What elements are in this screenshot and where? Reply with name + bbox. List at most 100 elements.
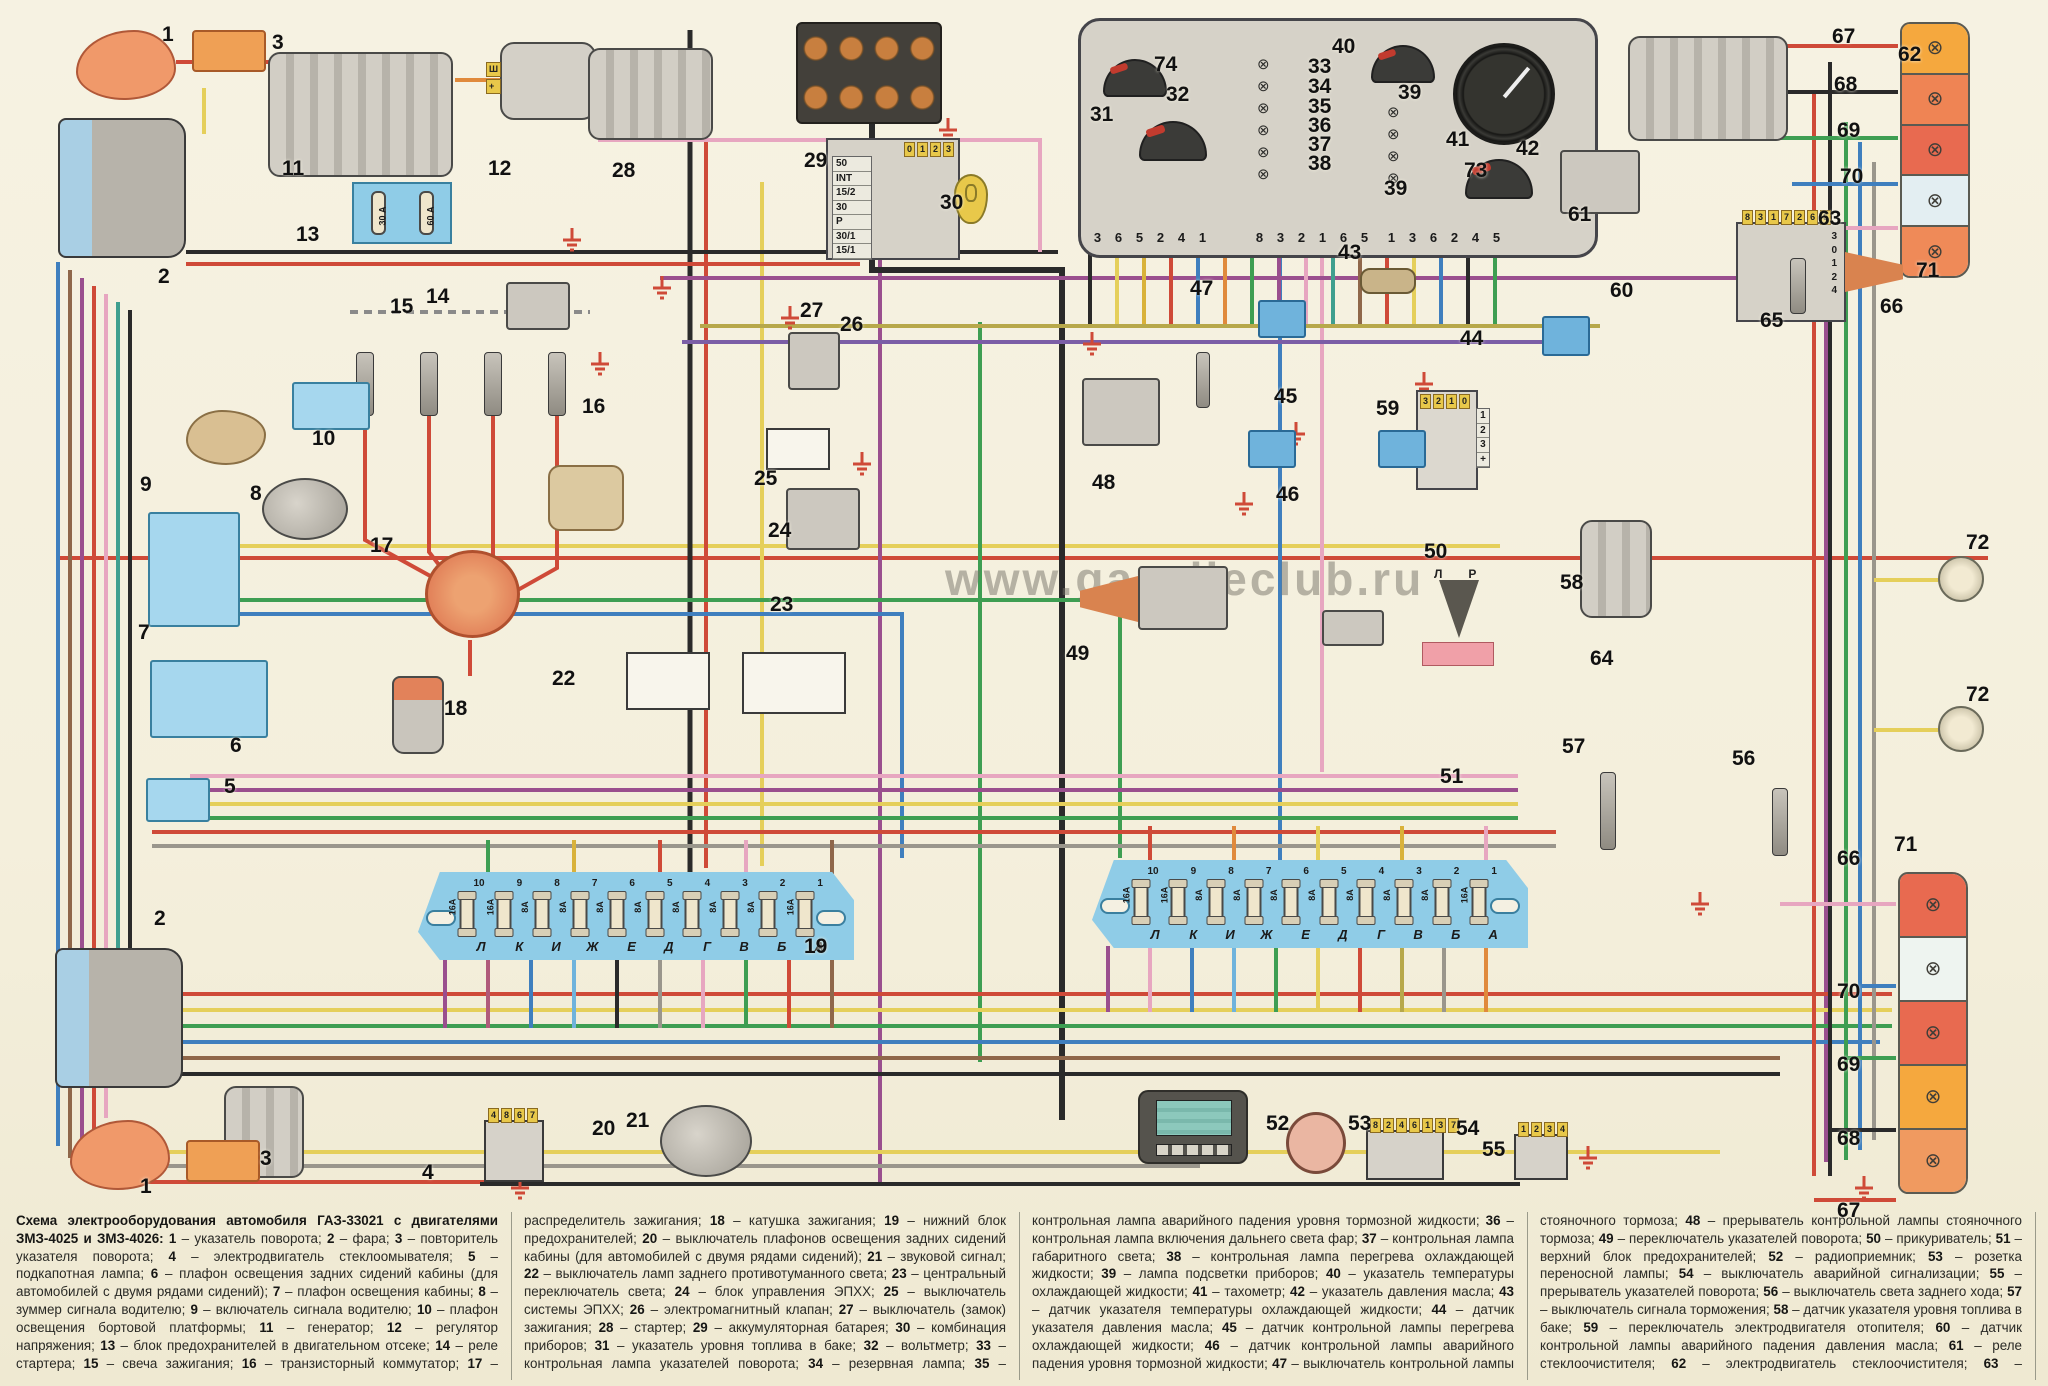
- legend-item: 41 – тахометр;: [1192, 1284, 1291, 1300]
- fuse-number: 3: [742, 878, 748, 889]
- radio-receiver: [1138, 1090, 1248, 1164]
- cluster-pin: 5: [1360, 230, 1369, 245]
- callout-67: 67: [1837, 1199, 1861, 1222]
- cab-lamp: [148, 512, 240, 627]
- pin-label: 15/1: [833, 244, 871, 259]
- legend-item: 53 – розетка переносной лампы;: [1540, 1248, 2022, 1282]
- cluster-pin: 3: [1276, 230, 1285, 245]
- legend-item: 39 – лампа подсветки приборов;: [1101, 1266, 1326, 1282]
- fuse-rating: 8А: [670, 901, 681, 913]
- ephh-control-block: [786, 488, 860, 550]
- callout-50: 50: [1424, 540, 1448, 563]
- pin-label: 1: [1422, 1118, 1434, 1133]
- platform-lamp: [292, 382, 370, 430]
- parkbrake-lamp-flasher-48: [1082, 378, 1160, 446]
- headlamp-left-lower: [55, 948, 183, 1088]
- wiper-motor-62: [1628, 36, 1788, 141]
- pin-label: 0: [1831, 244, 1837, 256]
- fuse-rating: 8А: [632, 901, 643, 913]
- central-light-switch: [742, 652, 846, 714]
- pin-label: 2: [1477, 424, 1489, 438]
- bulb-icon: ⊗: [1926, 37, 1944, 60]
- fuse-rating: 8А: [707, 901, 718, 913]
- callout-73: 73: [1464, 159, 1488, 182]
- callout-26: 26: [840, 313, 864, 336]
- callout-1: 1: [140, 1175, 152, 1198]
- pin-label: 3: [1831, 231, 1837, 242]
- fuse-letter: А: [814, 939, 824, 954]
- callout-57: 57: [1562, 735, 1586, 758]
- legend-item: 28 – стартер;: [598, 1319, 693, 1335]
- pin-label: +: [1477, 453, 1489, 467]
- pin-label: 6: [1409, 1118, 1421, 1133]
- lamp-cell: ⊗: [1900, 874, 1966, 938]
- pin-label: 1: [1518, 1122, 1530, 1137]
- warning-lamp-icon: ⊗: [1257, 56, 1270, 73]
- callout-13: 13: [296, 223, 320, 246]
- legend-item: 8 – зуммер сигнала водителю;: [16, 1284, 498, 1318]
- callout-37: 37: [1308, 133, 1332, 156]
- callout-44: 44: [1460, 327, 1484, 350]
- legend-item: 56 – выключатель света заднего хода;: [1763, 1284, 2008, 1300]
- pin-label: 30/1: [833, 230, 871, 244]
- legend-item: 50 – прикуриватель;: [1866, 1230, 1996, 1246]
- wiper-stalk: [1845, 252, 1903, 292]
- regulator-terminals: Ш +: [486, 62, 502, 94]
- warning-lamp-icon: ⊗: [1387, 104, 1400, 121]
- legend-item: 18 – катушка зажигания;: [709, 1213, 885, 1228]
- fuse-rating: 8А: [1419, 889, 1430, 901]
- cluster-pin: 3: [1408, 230, 1417, 245]
- fuse-element: [758, 891, 778, 937]
- fuse-number: 9: [516, 878, 523, 889]
- legend-item: 25 – выключатель системы ЭПХХ;: [524, 1284, 1006, 1318]
- callout-14: 14: [426, 285, 450, 308]
- callout-49: 49: [1066, 642, 1090, 665]
- legend-item: 62 – электродвигатель стеклоочистителя;: [1671, 1355, 1984, 1371]
- turn-indicator-front-left: [76, 30, 176, 100]
- warning-lamp-icon: ⊗: [1387, 148, 1400, 165]
- legend-item: 16 – транзисторный коммутатор;: [241, 1355, 468, 1371]
- callout-21: 21: [626, 1109, 650, 1132]
- legend-item: 36 – контрольная лампа включения дальнег…: [1032, 1213, 1514, 1246]
- callout-66: 66: [1880, 295, 1904, 318]
- callout-40: 40: [1332, 35, 1356, 58]
- pin-label: 8: [1370, 1118, 1382, 1133]
- fuse: 3 8А В: [707, 878, 749, 954]
- pin-label: 3: [1544, 1122, 1556, 1137]
- bulb-icon: ⊗: [1926, 189, 1944, 212]
- pin-label: 0: [903, 142, 915, 157]
- callout-2: 2: [158, 265, 170, 288]
- pin-label: 15/2: [833, 186, 871, 201]
- legend-item: 17 – распределитель зажигания;: [467, 1213, 710, 1371]
- pin-label: 2: [1433, 394, 1445, 409]
- callout-19: 19: [804, 935, 828, 958]
- pin-label: 2: [929, 142, 941, 157]
- pin-label: 0: [1459, 394, 1471, 409]
- fuse-letter: Г: [703, 939, 712, 954]
- callout-56: 56: [1732, 747, 1756, 770]
- lamp-cell: ⊗: [1900, 1002, 1966, 1066]
- pin-label: 50: [833, 157, 871, 172]
- pin-label: 8: [1742, 210, 1754, 225]
- fuse-letter: В: [739, 939, 749, 954]
- bulb-icon: ⊗: [1926, 138, 1944, 161]
- brakefluid-sensor-46: [1248, 430, 1296, 468]
- fuse-number: 8: [554, 878, 560, 889]
- parkbrake-switch-47: [1196, 352, 1210, 408]
- callout-46: 46: [1276, 483, 1300, 506]
- fuse-number: 1: [1491, 866, 1497, 877]
- callout-39: 39: [1384, 177, 1408, 200]
- callout-67: 67: [1832, 25, 1856, 48]
- fuse-letter: Е: [1301, 927, 1310, 942]
- legend-item: 19 – нижний блок предохранителей;: [524, 1213, 1006, 1246]
- legend-item: 45 – датчик контрольной лампы перегрева …: [1032, 1319, 1514, 1353]
- rear-fog-switch: [626, 652, 710, 710]
- callout-60: 60: [1610, 279, 1634, 302]
